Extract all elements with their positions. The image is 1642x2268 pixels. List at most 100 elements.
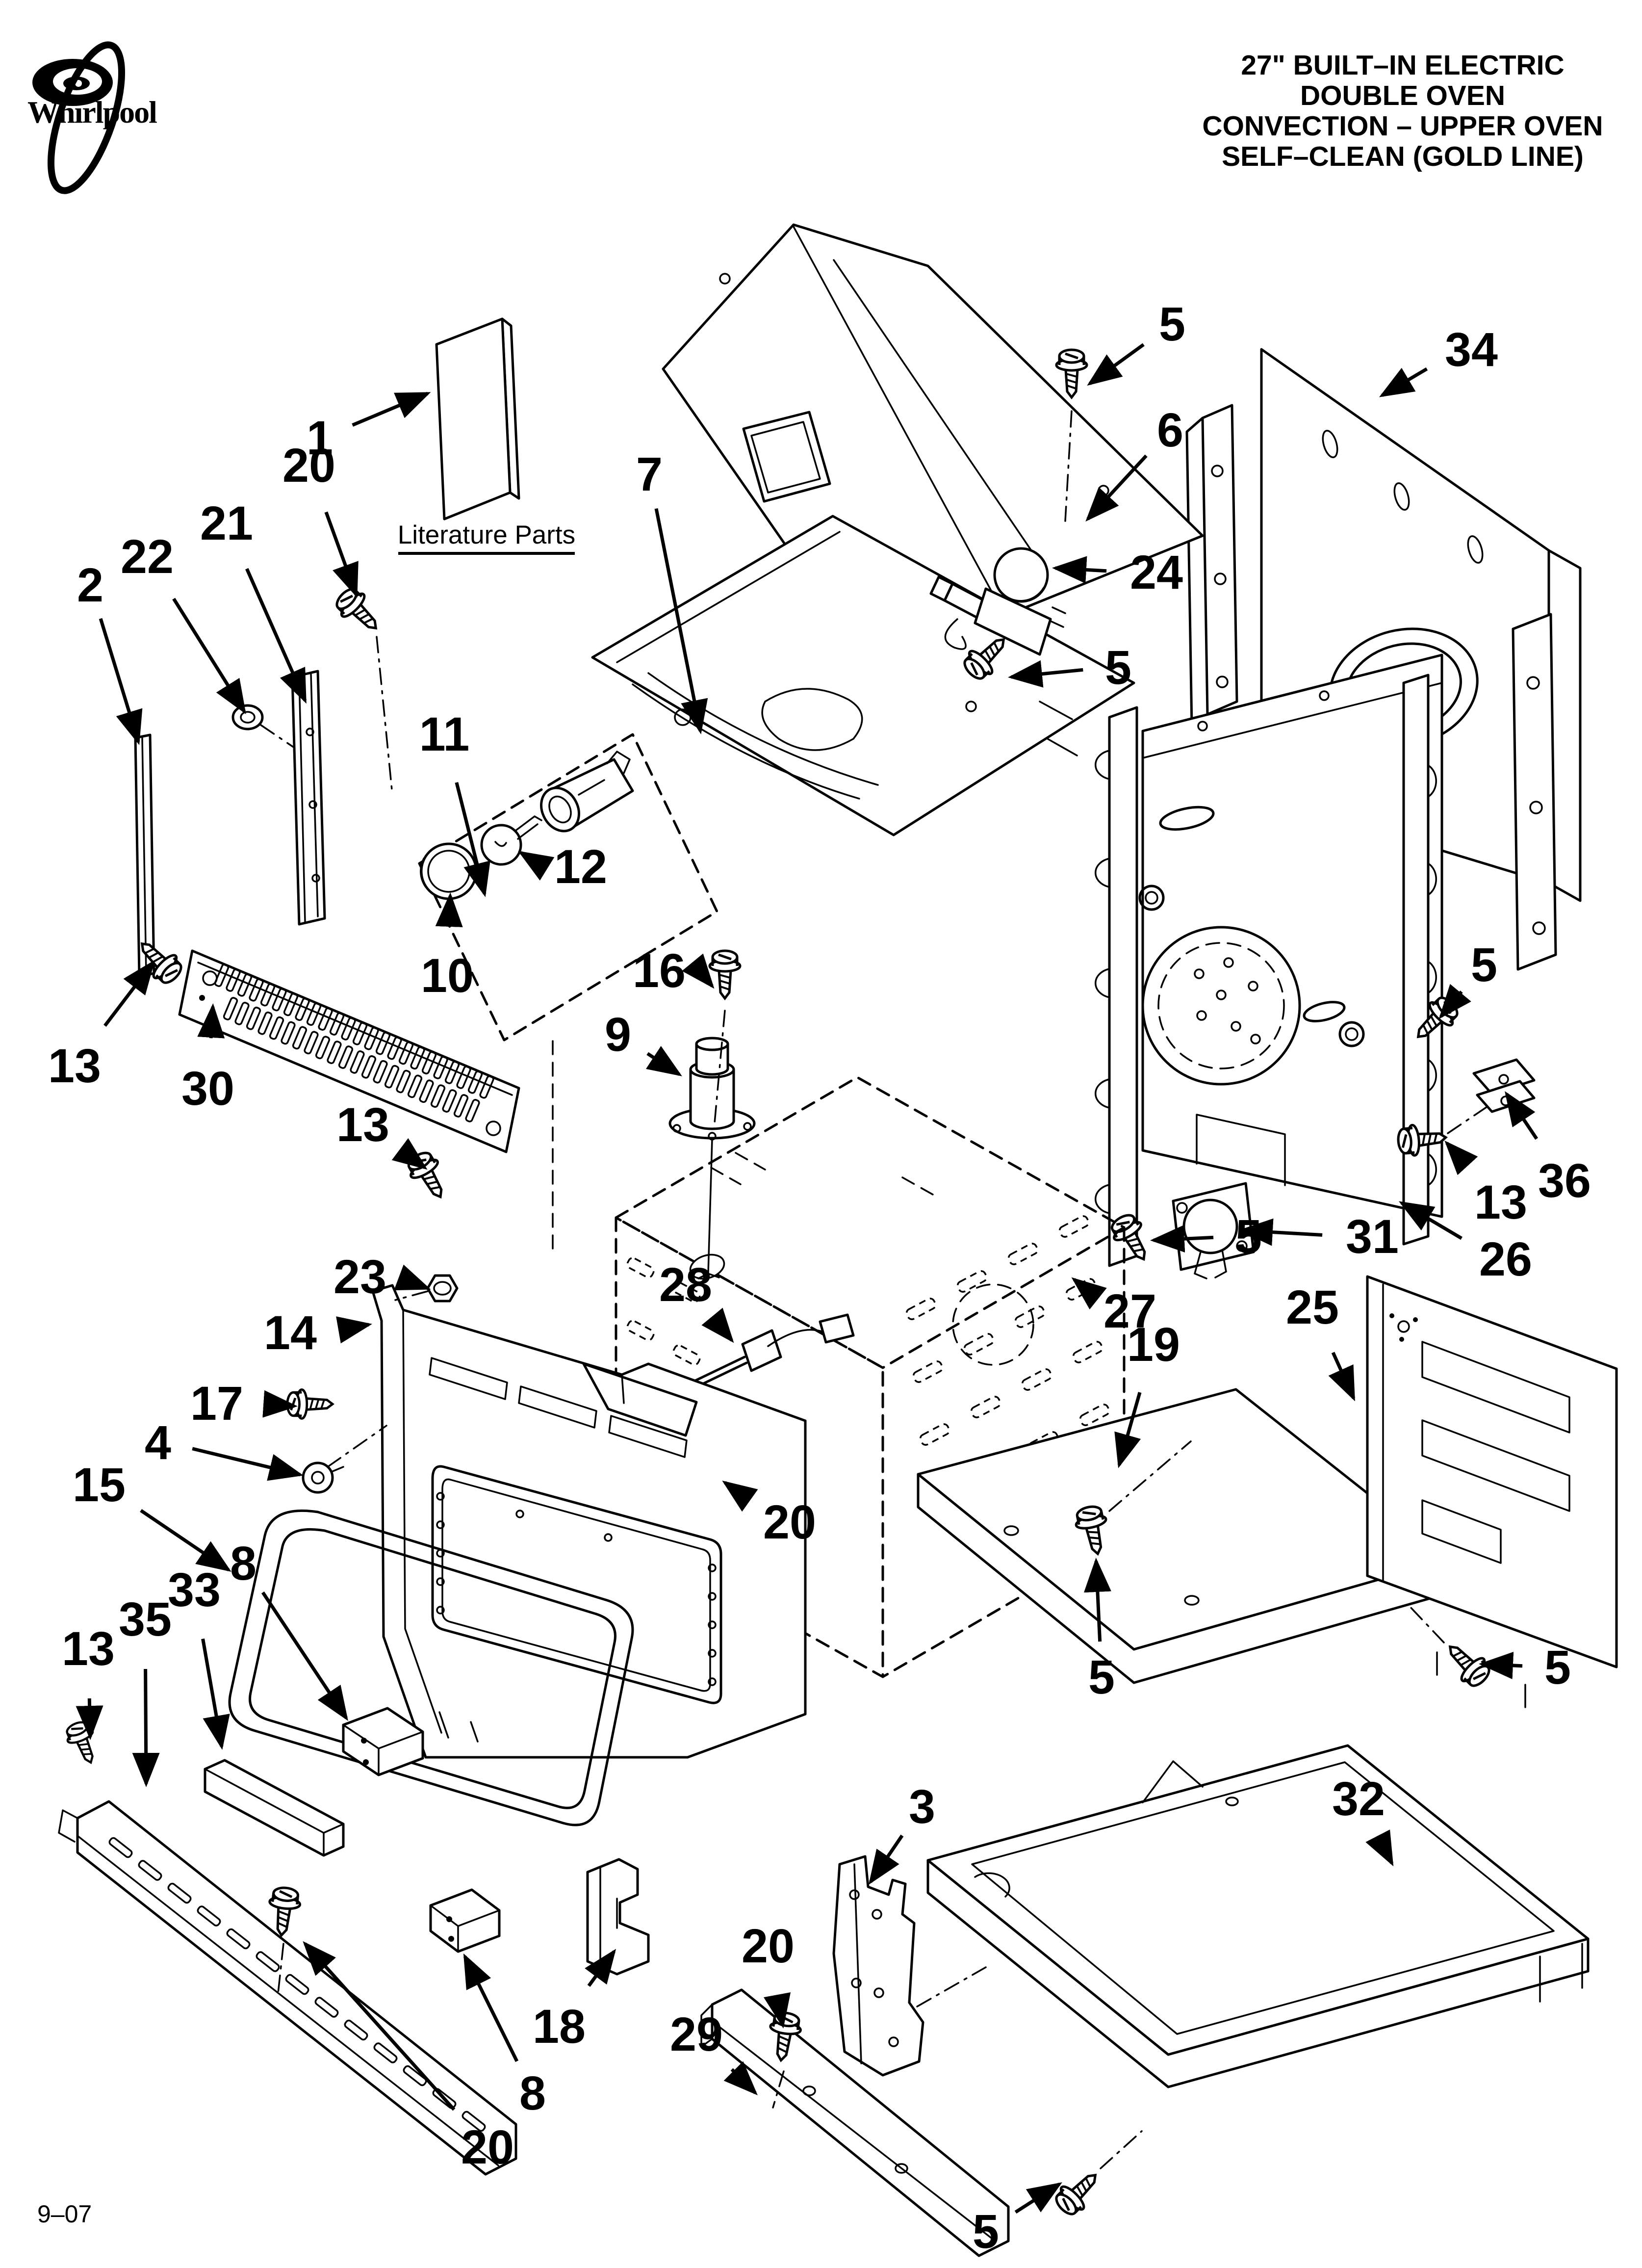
slot-detail (292, 1026, 308, 1050)
rivet-hole (708, 1677, 717, 1686)
slot-detail (108, 1837, 133, 1858)
callout-arrow-30 (197, 1003, 225, 1039)
slot-detail (257, 1011, 273, 1035)
slot-detail (315, 1036, 331, 1060)
part-31-thermostat (1172, 1182, 1255, 1279)
slot-detail (283, 992, 299, 1017)
slot-detail (912, 1360, 944, 1383)
slot-detail (419, 1079, 434, 1103)
rivet-hole (436, 1606, 445, 1615)
slot-detail (672, 1344, 701, 1366)
rivet-hole (708, 1592, 717, 1601)
slot-detail (1014, 1305, 1046, 1328)
rivet-hole (436, 1577, 445, 1586)
slot-detail (364, 1026, 379, 1050)
slot-detail (246, 1006, 261, 1030)
screw-icon (710, 951, 740, 998)
callout-arrow-20 (722, 1480, 758, 1512)
slot-detail (672, 1281, 701, 1303)
slot-detail (1079, 1404, 1110, 1426)
slot-detail (373, 2042, 398, 2063)
part-callout-27-14: 27 (1103, 1284, 1156, 1338)
part-32-bottom-pan (926, 1744, 1590, 2088)
callout-arrow-17 (262, 1390, 298, 1418)
callout-arrow-20 (763, 1992, 791, 2029)
part-6-top-panel (662, 223, 1204, 619)
callout-arrow-24 (1052, 556, 1107, 584)
rivet-hole (436, 1492, 445, 1501)
callout-arrow-20 (324, 511, 359, 598)
title-line-1: 27" BUILT–IN ELECTRIC (1241, 50, 1564, 81)
part-callout-29-34: 29 (670, 2007, 723, 2061)
part-callout-2-4: 2 (77, 558, 103, 612)
slot-detail (223, 997, 238, 1020)
title-line-3: CONVECTION – UPPER OVEN (1202, 110, 1603, 142)
slot-detail (456, 1066, 471, 1089)
slot-detail (905, 1298, 937, 1320)
slot-detail (410, 1046, 425, 1070)
page-title: 27" BUILT–IN ELECTRIC DOUBLE OVEN CONVEC… (1202, 50, 1603, 172)
slot-detail (919, 1423, 950, 1446)
screw-icon (332, 584, 386, 639)
slot-detail (329, 1012, 345, 1036)
callout-arrow-5 (1479, 1651, 1523, 1679)
slot-detail (304, 1031, 319, 1055)
baffle-hole (1231, 1021, 1241, 1032)
screw-guide-line (376, 636, 393, 796)
slot-detail (1058, 1215, 1090, 1238)
part-callout-5-18: 5 (1088, 1650, 1115, 1704)
part-2-trim-rod (134, 733, 155, 978)
part-callout-5-38: 5 (1159, 297, 1185, 351)
callout-arrow-1 (352, 391, 431, 427)
callout-arrow-13 (391, 1138, 428, 1170)
logo-text: Whirlpool (27, 95, 157, 130)
callout-arrow-33 (201, 1638, 230, 1750)
callout-arrow-11 (455, 782, 490, 897)
callout-arrow-10 (435, 892, 463, 927)
callout-arrow-13 (103, 960, 155, 1027)
part-callout-5-41: 5 (1105, 641, 1131, 694)
screw-guide-line (772, 2070, 785, 2109)
slot-detail (462, 2111, 486, 2132)
callout-arrow-9 (645, 1046, 682, 1076)
part-11-lamp-socket (540, 751, 634, 833)
callout-arrow-3 (869, 1834, 904, 1885)
part-callout-7-48: 7 (636, 447, 663, 501)
part-26-convection-panel (1094, 653, 1443, 1267)
slot-detail (285, 1974, 309, 1995)
part-19-support-shelf (917, 1388, 1452, 1684)
part-callout-5-19: 5 (1544, 1641, 1571, 1694)
slot-detail (453, 1094, 469, 1118)
rivet-hole (708, 1564, 717, 1572)
part-21-side-rail (291, 670, 326, 926)
part-10-lens-cover (420, 842, 478, 900)
part-callout-11-8: 11 (419, 707, 470, 761)
part-callout-4-23: 4 (145, 1416, 171, 1469)
callout-arrow-5 (1150, 1225, 1214, 1253)
part-9-vent-cap (668, 1037, 756, 1279)
callout-arrow-20 (303, 1941, 456, 2111)
callout-arrow-4 (192, 1447, 304, 1481)
title-line-4: SELF–CLEAN (GOLD LINE) (1222, 141, 1584, 172)
slot-detail (430, 1084, 446, 1108)
slot-detail (375, 1031, 391, 1055)
part-callout-5-35: 5 (973, 2205, 999, 2258)
part-25-side-panel (1366, 1275, 1618, 1708)
slot-detail (626, 1320, 655, 1341)
part-14-front-frame (371, 1284, 807, 1759)
screw-icon (63, 1719, 103, 1768)
slot-detail (295, 997, 310, 1021)
slot-detail (442, 1089, 457, 1113)
part-callout-32-36: 32 (1332, 1772, 1385, 1825)
part-22-grommet (231, 704, 295, 749)
slot-detail (269, 1016, 284, 1040)
slot-detail (1021, 1368, 1052, 1391)
part-callout-26-45: 26 (1479, 1232, 1532, 1286)
part-callout-1-0: 1 (307, 411, 333, 465)
callout-arrow-31 (1238, 1218, 1323, 1246)
slot-detail (403, 2065, 427, 2086)
slot-detail (465, 1099, 480, 1122)
cavity-vent-slot (689, 1253, 725, 1280)
